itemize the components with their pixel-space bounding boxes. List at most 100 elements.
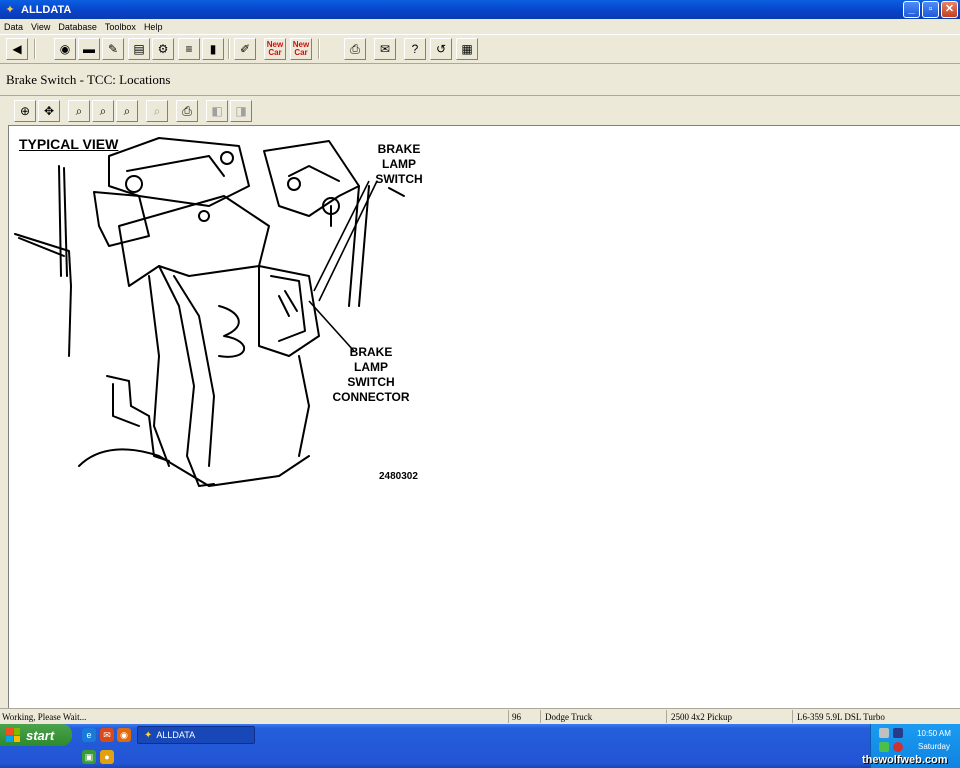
- maximize-button[interactable]: ▫: [922, 1, 939, 18]
- status-message: Working, Please Wait...: [2, 712, 87, 722]
- callout-line: CONNECTOR: [332, 390, 410, 404]
- new-car-label-2: New Car: [292, 40, 310, 57]
- vehicle-select-button[interactable]: ◉: [54, 38, 76, 60]
- ie-icon[interactable]: e: [82, 728, 96, 742]
- task-label: ALLDATA: [156, 730, 196, 740]
- brake-switch-diagram: [14, 137, 405, 487]
- tsb-button[interactable]: ▤: [128, 38, 150, 60]
- zoom-in-button[interactable]: ⊕: [14, 100, 36, 122]
- diagram-viewer[interactable]: TYPICAL VIEW BRAKE LAMP SWITCH BRAKE LAM…: [8, 125, 960, 708]
- pedal-assembly-drawing: [14, 137, 405, 487]
- next-image-icon: ◨: [235, 104, 247, 118]
- page-title: Brake Switch - TCC: Locations: [6, 72, 171, 87]
- status-divider: [666, 710, 667, 723]
- email-icon[interactable]: ✉: [100, 728, 114, 742]
- back-button[interactable]: ◀: [6, 38, 28, 60]
- printer-icon: ⎙: [350, 41, 360, 56]
- clock[interactable]: 10:50 AM Saturday: [911, 727, 957, 753]
- callout-line: SWITCH: [347, 375, 395, 389]
- menu-toolbox[interactable]: Toolbox: [104, 21, 136, 32]
- zoom-area-button[interactable]: ⌕: [92, 100, 114, 122]
- status-model: 2500 4x2 Pickup: [671, 712, 733, 722]
- book-icon: ▮: [209, 42, 217, 56]
- quicklaunch-app-2-icon[interactable]: ●: [100, 750, 114, 764]
- status-engine: L6-359 5.9L DSL Turbo: [797, 712, 885, 722]
- next-image-button[interactable]: ◨: [230, 100, 252, 122]
- start-button[interactable]: start: [0, 724, 72, 746]
- callout-line: BRAKE: [349, 345, 393, 359]
- minimize-button[interactable]: _: [903, 1, 920, 18]
- toolbar-separator: [228, 39, 230, 59]
- new-car-button[interactable]: New Car: [264, 38, 286, 60]
- zoom-out-icon: ⌕: [123, 103, 131, 118]
- help-button[interactable]: ?: [404, 38, 426, 60]
- brake-lamp-switch-connector-callout: BRAKE LAMP SWITCH CONNECTOR: [323, 345, 419, 405]
- taskbar-alldata-item[interactable]: ✦ ALLDATA: [137, 726, 255, 744]
- back-arrow-icon: ◀: [12, 42, 22, 56]
- zoom-reset-icon: ⌕: [153, 103, 161, 118]
- close-button[interactable]: ✕: [941, 1, 958, 18]
- zoom-in-icon: ⊕: [19, 104, 31, 118]
- pan-button[interactable]: ✥: [38, 100, 60, 122]
- printer-icon: ⎙: [182, 103, 192, 118]
- new-car-button-2[interactable]: New Car: [290, 38, 312, 60]
- previous-image-button[interactable]: ◧: [206, 100, 228, 122]
- figure-id: 2480302: [379, 471, 418, 482]
- window-controls: _ ▫ ✕: [903, 1, 958, 18]
- zoom-fit-icon: ⌕: [75, 103, 83, 118]
- network-icon[interactable]: [879, 728, 889, 738]
- menu-help[interactable]: Help: [143, 21, 163, 32]
- settings-button[interactable]: ▦: [456, 38, 478, 60]
- window-title: ALLDATA: [21, 3, 72, 16]
- diagram-button[interactable]: ✎: [102, 38, 124, 60]
- previous-image-icon: ◧: [211, 104, 223, 118]
- windows-flag-icon: [6, 728, 20, 742]
- component-button[interactable]: ⚙: [152, 38, 174, 60]
- pencil-icon: ✐: [239, 42, 251, 56]
- brake-lamp-switch-callout: BRAKE LAMP SWITCH: [367, 142, 431, 187]
- context-help-icon: ↺: [435, 42, 447, 56]
- menu-view[interactable]: View: [31, 21, 51, 32]
- toolbar-separator: [318, 39, 320, 59]
- settings-icon: ▦: [461, 42, 473, 56]
- menu-bar: Data View Database Toolbox Help: [0, 19, 960, 34]
- security-icon[interactable]: [893, 742, 903, 752]
- main-toolbar: ◀ ◉ ▬ ✎ ▤ ⚙ ≡ ▮ ✐ New Car New Car ⎙ ✉ ? …: [0, 34, 960, 64]
- notepad-icon: ✉: [379, 42, 391, 56]
- update-icon[interactable]: [879, 742, 889, 752]
- zoom-out-button[interactable]: ⌕: [116, 100, 138, 122]
- start-label: start: [26, 727, 55, 743]
- status-divider: [508, 710, 509, 723]
- zoom-area-icon: ⌕: [99, 103, 107, 118]
- title-bar: ✦ ALLDATA _ ▫ ✕: [0, 0, 960, 19]
- status-divider: [792, 710, 793, 723]
- clock-day: Saturday: [917, 742, 951, 751]
- status-divider: [540, 710, 541, 723]
- viewer-toolbar: ⊕ ✥ ⌕ ⌕ ⌕ ⌕ ⎙ ◧ ◨: [8, 97, 960, 125]
- notepad-button[interactable]: ✉: [374, 38, 396, 60]
- monitor-icon[interactable]: [893, 728, 903, 738]
- menu-database[interactable]: Database: [58, 21, 97, 32]
- clock-time: 10:50 AM: [917, 729, 951, 738]
- firefox-icon[interactable]: ◉: [117, 728, 131, 742]
- edit-button[interactable]: ✐: [234, 38, 256, 60]
- tsb-icon: ▤: [133, 42, 145, 56]
- zoom-fit-button[interactable]: ⌕: [68, 100, 90, 122]
- context-help-button[interactable]: ↺: [430, 38, 452, 60]
- viewer-print-button[interactable]: ⎙: [176, 100, 198, 122]
- diagram-icon: ✎: [107, 42, 119, 56]
- page-heading-bar: Brake Switch - TCC: Locations: [0, 64, 960, 96]
- print-button[interactable]: ⎙: [344, 38, 366, 60]
- question-icon: ?: [411, 42, 419, 56]
- typical-view-label: TYPICAL VIEW: [19, 136, 119, 152]
- book-button[interactable]: ▮: [202, 38, 224, 60]
- folder-button[interactable]: ▬: [78, 38, 100, 60]
- zoom-reset-button[interactable]: ⌕: [146, 100, 168, 122]
- status-bar: Working, Please Wait... 96 Dodge Truck 2…: [0, 708, 960, 724]
- callout-line: SWITCH: [375, 172, 423, 186]
- quicklaunch-app-icon[interactable]: ▣: [82, 750, 96, 764]
- notes-button[interactable]: ≡: [178, 38, 200, 60]
- callout-line: BRAKE: [377, 142, 421, 156]
- globe-icon: ◉: [59, 42, 71, 56]
- menu-data[interactable]: Data: [4, 21, 24, 32]
